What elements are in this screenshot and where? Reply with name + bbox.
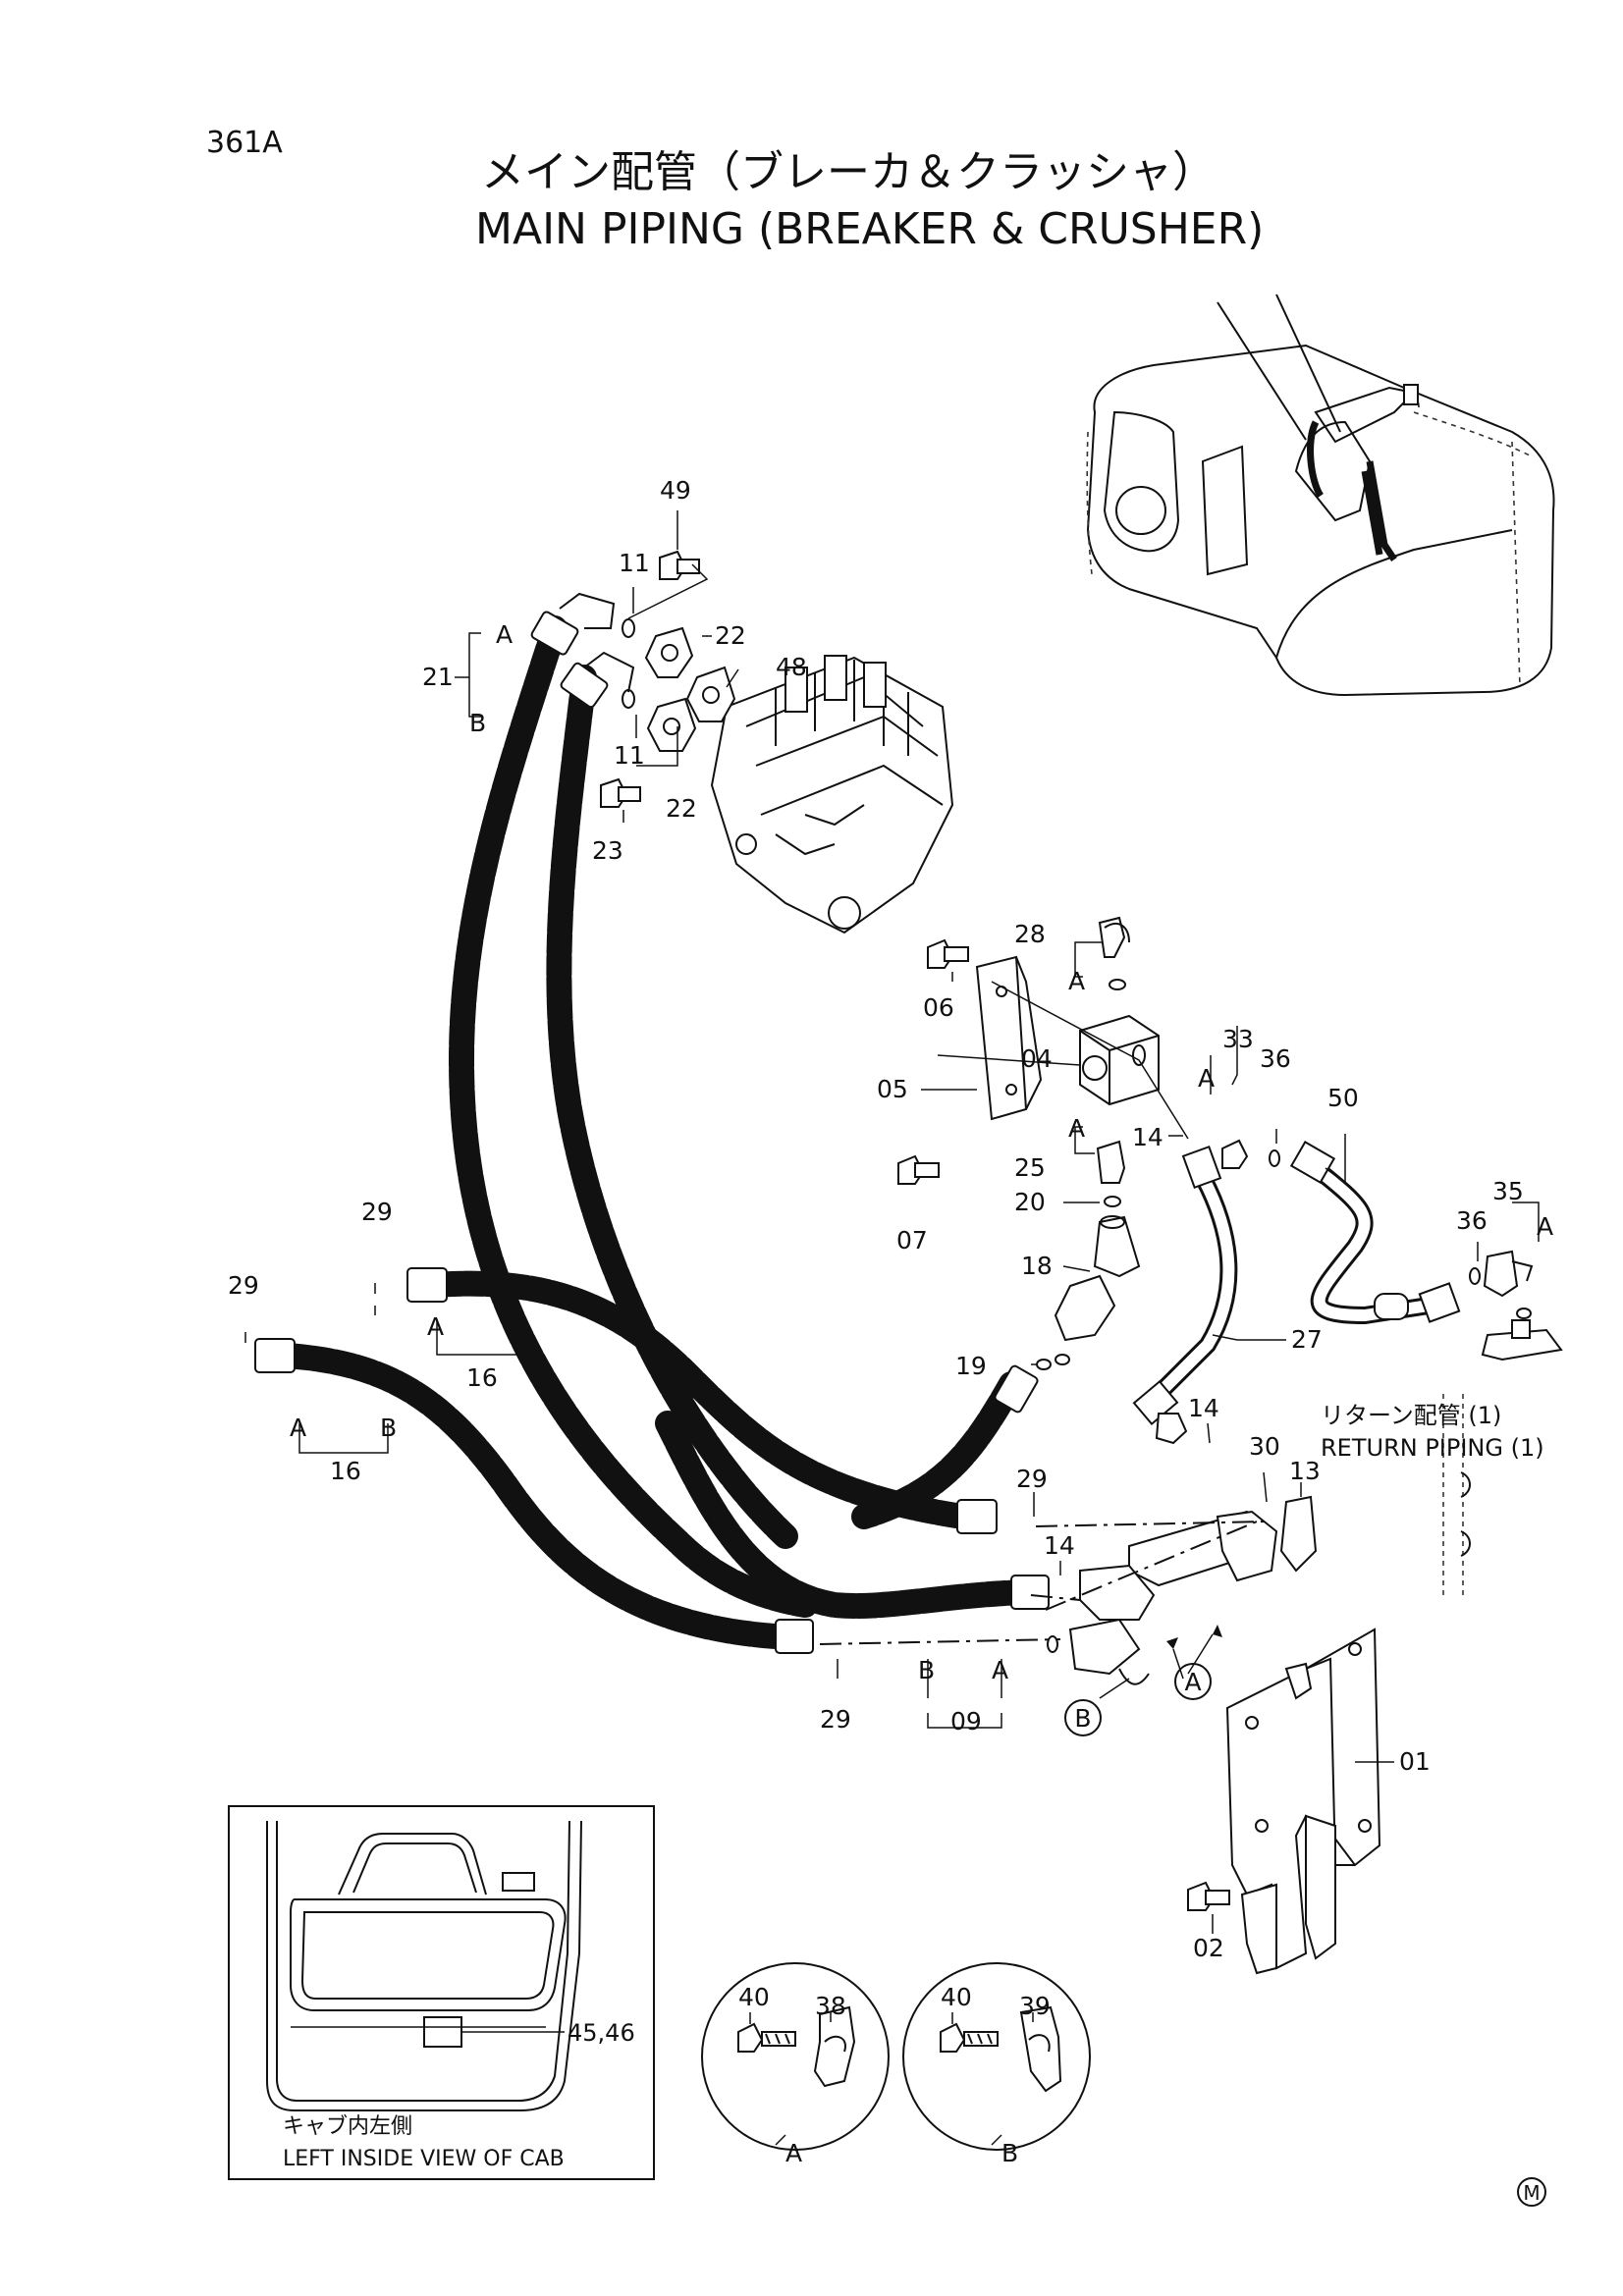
flanges-and-bolts bbox=[600, 550, 736, 808]
callout-04: 04 bbox=[1021, 1044, 1053, 1073]
callout-21: 21 bbox=[422, 663, 454, 691]
callout-18: 18 bbox=[1021, 1252, 1053, 1280]
callout-39: 39 bbox=[1019, 1992, 1051, 2020]
cab-view-label-jp: キャブ内左側 bbox=[283, 2114, 412, 2139]
callout-16-lower-a: A bbox=[290, 1414, 306, 1442]
return-piping-label-jp: リターン配管 (1) bbox=[1321, 1402, 1501, 1429]
callout-16-upper-a: A bbox=[427, 1312, 444, 1341]
callout-25-a: A bbox=[1068, 1114, 1085, 1143]
callout-30: 30 bbox=[1249, 1432, 1280, 1461]
callout-22: 22 bbox=[715, 621, 746, 650]
callout-16-upper-b: B bbox=[511, 1312, 527, 1341]
svg-text:A: A bbox=[1184, 1668, 1201, 1696]
callout-29: 29 bbox=[361, 1198, 393, 1226]
view-marker-a: A bbox=[1174, 1663, 1212, 1700]
title-english: MAIN PIPING (BREAKER & CRUSHER) bbox=[475, 204, 1264, 254]
cab-view-label-en: LEFT INSIDE VIEW OF CAB bbox=[283, 2147, 565, 2171]
callout-25: 25 bbox=[1014, 1153, 1046, 1182]
callout-16-lower: 16 bbox=[330, 1457, 361, 1485]
title-japanese: メイン配管（ブレーカ＆クラッシャ） bbox=[481, 147, 1216, 197]
leader-arrows bbox=[1166, 1625, 1222, 1649]
hose-fittings bbox=[254, 592, 1050, 1654]
callout-05: 05 bbox=[877, 1075, 908, 1103]
callout-09-a: A bbox=[992, 1656, 1008, 1684]
callout-36-right: 36 bbox=[1456, 1206, 1488, 1235]
view-marker-b: B bbox=[1064, 1699, 1102, 1736]
callout-22-lower: 22 bbox=[666, 794, 697, 823]
callout-28: 28 bbox=[1014, 920, 1046, 948]
callout-40-b: 40 bbox=[941, 1983, 972, 2011]
callout-48: 48 bbox=[776, 653, 807, 681]
callout-labels: 49 11 22 48 21 A B 11 22 23 28 A 06 04 0… bbox=[228, 476, 1553, 1962]
callout-29-mid: 29 bbox=[1016, 1465, 1048, 1493]
callout-40: 40 bbox=[738, 1983, 770, 2011]
callout-21-b: B bbox=[469, 709, 486, 737]
callout-09-b: B bbox=[918, 1656, 935, 1684]
callout-19: 19 bbox=[955, 1352, 987, 1380]
callout-35-a: A bbox=[1537, 1212, 1553, 1241]
callout-06: 06 bbox=[923, 993, 954, 1022]
svg-text:M: M bbox=[1523, 2181, 1540, 2205]
hose-assembly-21 bbox=[448, 615, 818, 1618]
callout-29-left: 29 bbox=[228, 1271, 259, 1300]
detail-view-a: 40 38 A bbox=[701, 1962, 890, 2167]
excavator-overview-illustration bbox=[1086, 294, 1555, 697]
return-piping-label-en: RETURN PIPING (1) bbox=[1321, 1434, 1544, 1462]
callout-14-low: 14 bbox=[1044, 1531, 1075, 1560]
block-and-bracket bbox=[897, 916, 1160, 1207]
detail-a-label: A bbox=[785, 2139, 802, 2167]
pipe-50 bbox=[1221, 1139, 1461, 1325]
callout-49: 49 bbox=[660, 476, 691, 505]
leader-lines bbox=[244, 510, 1540, 1934]
callout-27: 27 bbox=[1291, 1325, 1323, 1354]
return-piping-fittings bbox=[1442, 1250, 1563, 1600]
valve-assembly-30 bbox=[819, 1495, 1318, 1685]
callout-50: 50 bbox=[1327, 1084, 1359, 1112]
callout-11-lower: 11 bbox=[614, 741, 645, 770]
callout-36: 36 bbox=[1260, 1044, 1291, 1073]
callout-21-a: A bbox=[496, 620, 513, 649]
cab-inset-view: 45,46 キャブ内左側 LEFT INSIDE VIEW OF CAB bbox=[228, 1805, 655, 2180]
callout-33-a: A bbox=[1198, 1064, 1215, 1093]
callout-29-bottom: 29 bbox=[820, 1705, 851, 1734]
page-code: 361A bbox=[206, 126, 283, 160]
hose-assembly-16-lower bbox=[257, 1342, 803, 1650]
callout-07: 07 bbox=[896, 1226, 928, 1255]
callout-09: 09 bbox=[950, 1707, 982, 1735]
callout-16-upper: 16 bbox=[466, 1363, 498, 1392]
callout-35: 35 bbox=[1492, 1177, 1524, 1205]
control-valve bbox=[710, 655, 954, 934]
callout-02: 02 bbox=[1193, 1934, 1224, 1962]
bracket-01 bbox=[1187, 1628, 1381, 1975]
callout-20: 20 bbox=[1014, 1188, 1046, 1216]
m-mark: M bbox=[1517, 2177, 1546, 2207]
callout-16-lower-b: B bbox=[380, 1414, 397, 1442]
callout-13: 13 bbox=[1289, 1457, 1321, 1485]
callout-23: 23 bbox=[592, 836, 623, 865]
swivel-fittings bbox=[1036, 1215, 1141, 1370]
detail-view-b: 40 39 B bbox=[902, 1962, 1091, 2167]
callout-45-46: 45,46 bbox=[568, 2019, 635, 2047]
callout-14-mid: 14 bbox=[1188, 1394, 1219, 1422]
detail-b-label: B bbox=[1001, 2139, 1018, 2167]
callout-01: 01 bbox=[1399, 1747, 1431, 1776]
callout-28-a: A bbox=[1068, 967, 1085, 995]
hose-assembly-09 bbox=[655, 1371, 1039, 1620]
callout-11: 11 bbox=[619, 549, 650, 577]
callout-14: 14 bbox=[1132, 1123, 1163, 1151]
hose-assembly-16-upper bbox=[409, 1270, 975, 1529]
svg-text:B: B bbox=[1074, 1704, 1091, 1733]
callout-33: 33 bbox=[1222, 1025, 1254, 1053]
